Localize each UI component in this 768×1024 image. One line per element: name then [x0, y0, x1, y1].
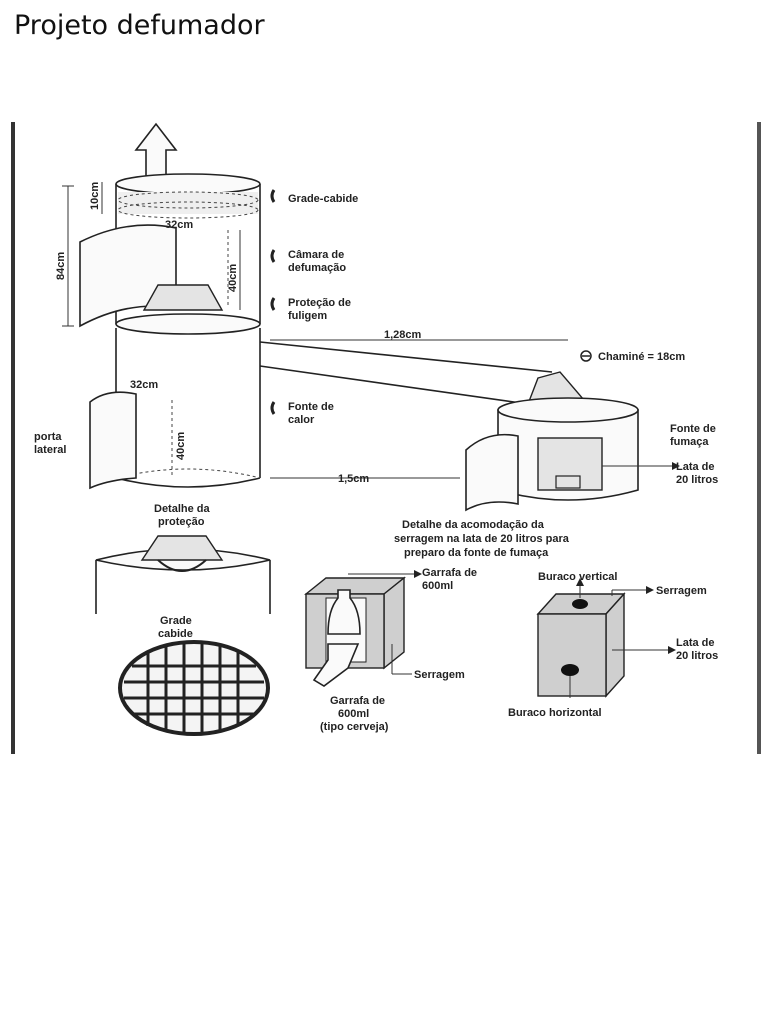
svg-text:20 litros: 20 litros — [676, 474, 718, 486]
label-grade-cabide: Grade-cabide — [270, 189, 358, 205]
label-serragem-left: Serragem — [414, 669, 465, 681]
right-border — [757, 122, 761, 754]
svg-text:(tipo cerveja): (tipo cerveja) — [320, 721, 389, 733]
svg-text:serragem na lata de 20 litros: serragem na lata de 20 litros para — [394, 533, 570, 545]
left-border — [11, 122, 15, 754]
sawdust-bottle-box — [304, 570, 422, 687]
svg-text:20 litros: 20 litros — [676, 650, 718, 662]
label-fonte-calor: Fonte de calor — [270, 401, 334, 426]
svg-text:Fonte de: Fonte de — [670, 423, 716, 435]
svg-text:Chaminé = 18cm: Chaminé = 18cm — [598, 351, 685, 363]
svg-text:fuligem: fuligem — [288, 310, 327, 322]
label-porta-lateral: porta lateral — [34, 431, 66, 456]
svg-text:Grade: Grade — [160, 615, 192, 627]
can-with-holes — [536, 578, 676, 698]
label-camara: Câmara de defumação — [270, 249, 346, 274]
svg-text:porta: porta — [34, 431, 62, 443]
svg-text:Câmara de: Câmara de — [288, 249, 344, 261]
smoke-source-drum — [465, 397, 680, 512]
svg-text:cabide: cabide — [158, 628, 193, 640]
label-buraco-horizontal: Buraco horizontal — [508, 707, 602, 719]
upper-chamber — [79, 173, 261, 335]
top-exhaust-arrow — [134, 122, 178, 179]
svg-text:preparo da fonte de fumaça: preparo da fonte de fumaça — [404, 547, 549, 559]
svg-text:proteção: proteção — [158, 516, 205, 528]
lower-chamber — [89, 328, 261, 490]
svg-text:Lata de: Lata de — [676, 461, 715, 473]
dim-84cm-label: 84cm — [55, 252, 67, 280]
label-grade-cabide-detail: Grade cabide — [158, 615, 193, 640]
svg-text:lateral: lateral — [34, 444, 66, 456]
label-buraco-vertical: Buraco vertical — [538, 571, 617, 583]
svg-text:Lata de: Lata de — [676, 637, 715, 649]
svg-text:Grade-cabide: Grade-cabide — [288, 193, 358, 205]
svg-text:Garrafa de: Garrafa de — [330, 695, 385, 707]
label-chamine: Chaminé = 18cm — [580, 350, 685, 363]
dim-40cm-top-label: 40cm — [227, 264, 239, 292]
label-lata-right: Lata de 20 litros — [676, 637, 718, 662]
dim-32cm-bottom: 32cm — [130, 379, 158, 391]
dim-32cm-top: 32cm — [165, 219, 193, 231]
smoker-diagram: 84cm 10cm 32cm 40cm Grade-cabide Câmara … — [8, 120, 764, 756]
dim-15-label: 1,5cm — [338, 473, 369, 485]
svg-text:fumaça: fumaça — [670, 436, 709, 448]
label-garrafa-bottom: Garrafa de 600ml (tipo cerveja) — [320, 695, 389, 733]
svg-text:Detalhe da: Detalhe da — [154, 503, 211, 515]
dim-40cm-bottom: 40cm — [175, 432, 187, 460]
smoker-diagram-svg: 84cm 10cm 32cm 40cm Grade-cabide Câmara … — [11, 122, 761, 754]
label-detalhe-acomodacao: Detalhe da acomodação da serragem na lat… — [394, 519, 570, 559]
label-serragem-right: Serragem — [656, 585, 707, 597]
label-lata-20-litros: Lata de 20 litros — [676, 461, 718, 486]
dim-10cm-label: 10cm — [89, 182, 101, 210]
svg-text:600ml: 600ml — [422, 580, 453, 592]
dimension-84cm — [62, 185, 74, 327]
page-title: Projeto defumador — [14, 10, 265, 41]
svg-text:600ml: 600ml — [338, 708, 369, 720]
svg-text:Garrafa de: Garrafa de — [422, 567, 477, 579]
protection-detail — [95, 535, 271, 614]
grade-cabide-grid — [118, 640, 270, 736]
label-garrafa-top: Garrafa de 600ml — [422, 567, 477, 592]
svg-text:Proteção de: Proteção de — [288, 297, 351, 309]
svg-text:Fonte de: Fonte de — [288, 401, 334, 413]
svg-text:calor: calor — [288, 414, 315, 426]
dim-128-label: 1,28cm — [384, 329, 422, 341]
svg-text:defumação: defumação — [288, 262, 346, 274]
label-protecao-fuligem: Proteção de fuligem — [270, 297, 351, 322]
label-fonte-fumaca: Fonte de fumaça — [670, 423, 716, 448]
svg-text:Detalhe da acomodação da: Detalhe da acomodação da — [402, 519, 545, 531]
label-detalhe-protecao: Detalhe da proteção — [154, 503, 211, 528]
